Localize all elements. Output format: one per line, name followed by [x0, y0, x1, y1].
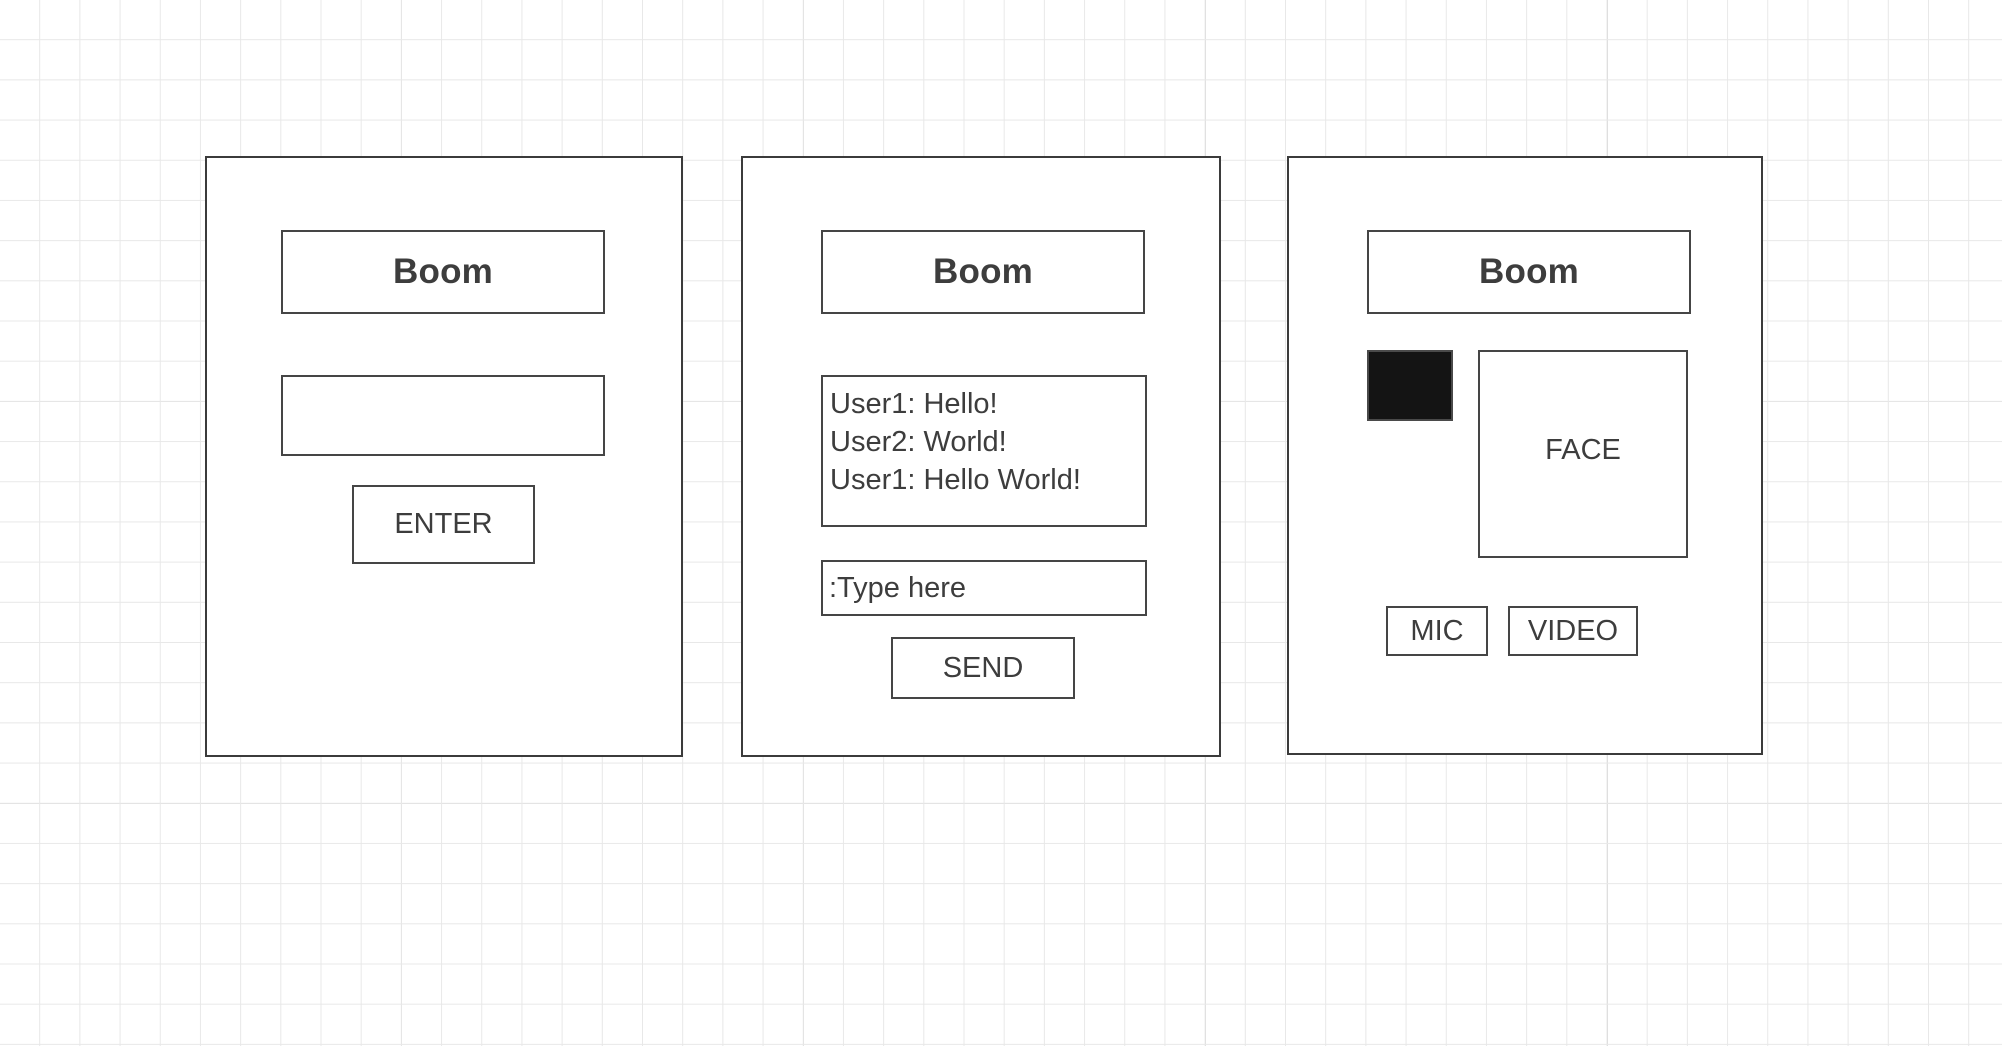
chat-message: User2: World!	[830, 426, 1007, 458]
video-call-screen-panel[interactable]: Boom FACE MIC VIDEO	[1287, 156, 1763, 755]
self-view-thumbnail[interactable]	[1367, 350, 1453, 421]
chat-message: User1: Hello!	[830, 388, 998, 420]
chat-message-log[interactable]: User1: Hello! User2: World! User1: Hello…	[821, 375, 1147, 527]
username-input[interactable]	[281, 375, 605, 456]
remote-video-face-box[interactable]: FACE	[1478, 350, 1688, 558]
chat-message: User1: Hello World!	[830, 464, 1081, 496]
login-screen-panel[interactable]: Boom ENTER	[205, 156, 683, 757]
mic-button[interactable]: MIC	[1386, 606, 1488, 656]
video-app-title: Boom	[1367, 230, 1691, 314]
login-app-title: Boom	[281, 230, 605, 314]
send-button[interactable]: SEND	[891, 637, 1075, 699]
enter-button[interactable]: ENTER	[352, 485, 535, 564]
chat-screen-panel[interactable]: Boom User1: Hello! User2: World! User1: …	[741, 156, 1221, 757]
video-button[interactable]: VIDEO	[1508, 606, 1638, 656]
message-input[interactable]: :Type here	[821, 560, 1147, 616]
chat-app-title: Boom	[821, 230, 1145, 314]
